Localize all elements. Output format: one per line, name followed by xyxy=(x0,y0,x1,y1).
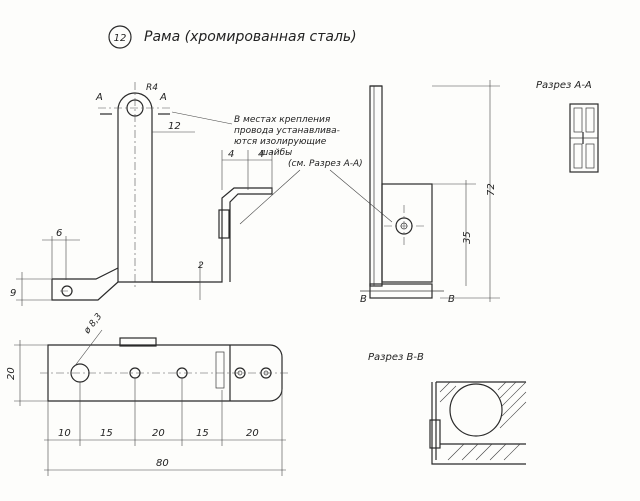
dim-20-b: 20 xyxy=(246,428,259,439)
dim-35: 35 xyxy=(462,231,473,244)
dim-6: 6 xyxy=(56,228,62,239)
note-line-5: (см. Разрез А-А) xyxy=(288,159,363,169)
mounting-note: В местах крепления провода устанавлива- … xyxy=(171,111,393,225)
dim-4-a: 4 xyxy=(228,149,234,160)
dim-2: 2 xyxy=(198,261,204,271)
dim-10: 10 xyxy=(58,428,71,439)
dim-diameter: ø 8,3 xyxy=(82,312,105,337)
insulating-washer xyxy=(218,209,230,239)
note-line-3: ются изолирующие xyxy=(234,137,327,147)
dim-15-b: 15 xyxy=(196,428,209,439)
section-mark-a-left: A xyxy=(95,92,103,103)
item-number-circle xyxy=(108,25,132,49)
dim-15-a: 15 xyxy=(100,428,113,439)
dim-80: 80 xyxy=(156,458,169,469)
dim-72: 72 xyxy=(486,183,497,196)
dim-4-b: 4 xyxy=(258,149,264,160)
section-b-hole xyxy=(449,383,503,437)
note-line-1: В местах крепления xyxy=(234,115,331,125)
note-line-4: шайбы xyxy=(260,148,292,158)
dim-20-a: 20 xyxy=(152,428,165,439)
dim-12: 12 xyxy=(168,121,181,132)
section-b-b: Разрез В-В xyxy=(368,352,527,465)
plan-hole-5 xyxy=(260,367,272,379)
dim-r4: R4 xyxy=(146,83,158,93)
plan-hole-4 xyxy=(234,367,246,379)
section-mark-b-right: B xyxy=(448,294,455,305)
item-number: 12 xyxy=(114,33,127,44)
drawing-title: Рама (хромированная сталь) xyxy=(144,29,357,45)
section-b-b-title: Разрез В-В xyxy=(368,352,424,363)
section-a-a: Разрез А-А xyxy=(536,80,599,173)
plan-view: ø 8,3 20 10 15 20 15 20 80 xyxy=(6,312,290,476)
front-view: A A R4 12 4 4 2 6 9 xyxy=(10,82,273,306)
section-mark-b-left: B xyxy=(360,294,367,305)
dim-9: 9 xyxy=(10,288,16,299)
note-line-2: провода устанавлива- xyxy=(234,126,340,136)
section-mark-a-right: A xyxy=(159,92,167,103)
dim-20-vertical: 20 xyxy=(6,367,17,380)
side-view: B B 72 35 xyxy=(360,80,500,305)
section-a-a-title: Разрез А-А xyxy=(536,80,592,91)
